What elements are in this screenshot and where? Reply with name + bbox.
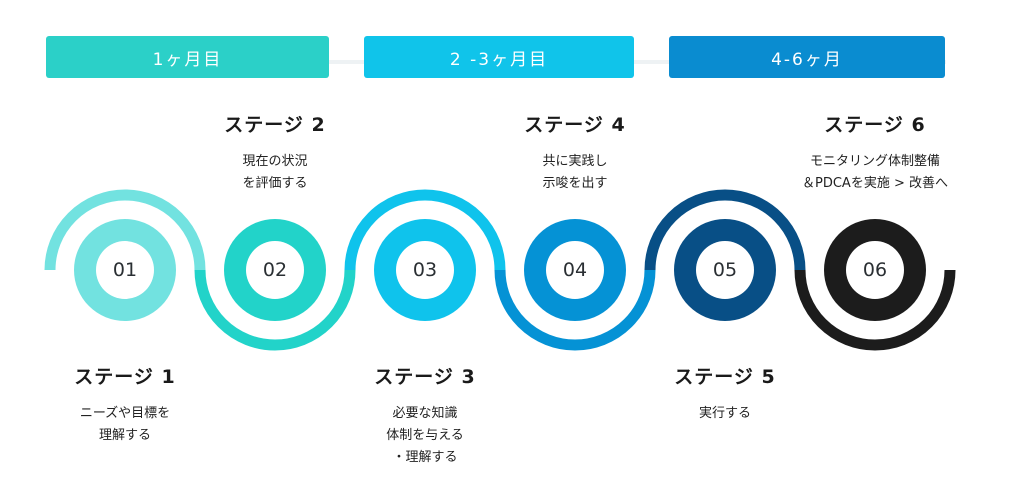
stage-disc-5-center: [696, 241, 754, 299]
stage-1-title: ステージ 1: [74, 366, 176, 388]
stage-1-description: ニーズや目標を 理解する: [15, 403, 235, 447]
stage-6-desc-line: モニタリング体制整備: [809, 154, 940, 169]
wave-arc-2: [194, 269, 356, 351]
phase-label-2: 2 -3ヶ月目: [364, 36, 634, 78]
stage-number-4: 04: [562, 259, 588, 281]
stage-6-title: ステージ 6: [824, 114, 926, 136]
stage-1-desc-line: ニーズや目標を: [79, 406, 171, 421]
stage-number-6: 06: [862, 259, 888, 281]
stage-3-title: ステージ 3: [374, 366, 476, 388]
stage-4-description: 共に実践し 示唆を出す: [465, 151, 685, 195]
stage-disc-2-center: [246, 241, 304, 299]
stage-3-desc-line: 体制を与える: [386, 428, 464, 443]
stage-6-desc-line: ＆PDCAを実施 > 改善へ: [802, 176, 948, 191]
stage-5-title: ステージ 5: [674, 366, 776, 388]
stage-2-title: ステージ 2: [224, 114, 326, 136]
stage-1-desc-line: 理解する: [98, 428, 151, 443]
stage-disc-4-center: [546, 241, 604, 299]
stage-disc-1-center: [96, 241, 154, 299]
stage-5-description: 実行する: [615, 403, 835, 425]
stage-5-desc-line: 実行する: [698, 406, 751, 421]
stage-3-desc-line: 必要な知識: [392, 406, 458, 421]
wave-arc-1: [44, 189, 206, 271]
wave-arc-6: [794, 269, 956, 351]
stage-1-block: ステージ 1 ニーズや目標を 理解する: [15, 362, 235, 447]
stage-disc-3-center: [396, 241, 454, 299]
stage-2-desc-line: を評価する: [242, 176, 308, 191]
stage-4-desc-line: 示唆を出す: [542, 176, 608, 191]
stage-4-desc-line: 共に実践し: [542, 154, 608, 169]
stage-number-1: 01: [112, 259, 138, 281]
wave-arc-3: [344, 189, 506, 271]
wave-arc-5: [644, 189, 806, 271]
phase-label-3: 4-6ヶ月: [669, 36, 945, 78]
stage-3-description: 必要な知識 体制を与える ・理解する: [315, 403, 535, 469]
stage-6-description: モニタリング体制整備 ＆PDCAを実施 > 改善へ: [765, 151, 985, 195]
stage-4-block: ステージ 4 共に実践し 示唆を出す: [465, 110, 685, 195]
stage-disc-6-center: [846, 241, 904, 299]
stage-2-description: 現在の状況 を評価する: [165, 151, 385, 195]
stage-3-block: ステージ 3 必要な知識 体制を与える ・理解する: [315, 362, 535, 469]
stage-2-block: ステージ 2 現在の状況 を評価する: [165, 110, 385, 195]
stage-3-desc-line: ・理解する: [392, 450, 458, 465]
stage-number-3: 03: [412, 259, 438, 281]
stage-number-5: 05: [712, 259, 738, 281]
stage-number-2: 02: [262, 259, 288, 281]
stage-4-title: ステージ 4: [524, 114, 626, 136]
stage-5-block: ステージ 5 実行する: [615, 362, 835, 425]
phase-label-1: 1ヶ月目: [46, 36, 329, 78]
stage-6-block: ステージ 6 モニタリング体制整備 ＆PDCAを実施 > 改善へ: [765, 110, 985, 195]
wave-arc-4: [494, 269, 656, 351]
stage-2-desc-line: 現在の状況: [242, 154, 308, 169]
